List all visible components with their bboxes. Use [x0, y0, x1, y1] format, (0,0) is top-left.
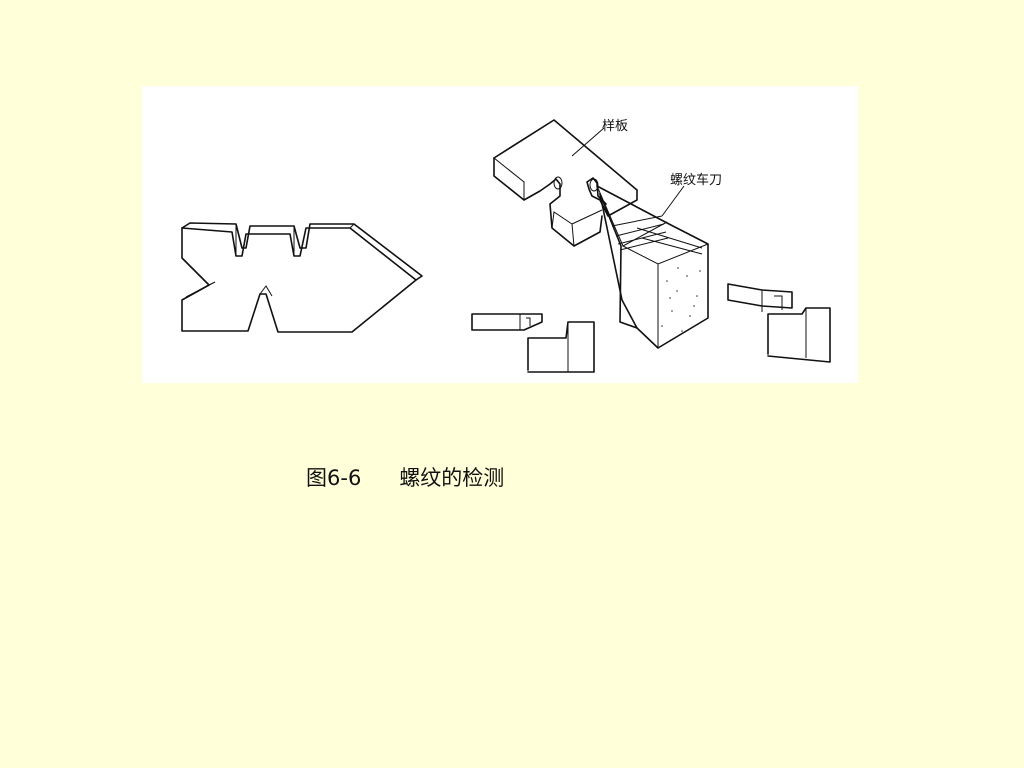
check-sketch-left — [471, 313, 595, 373]
check-sketch-right — [727, 283, 831, 363]
thread-gauge-left — [181, 222, 423, 333]
label-thread-tool: 螺纹车刀 — [670, 172, 722, 188]
caption-number: 图6-6 — [306, 466, 362, 490]
label-template: 样板 — [602, 119, 628, 134]
tool-end-stipple — [661, 267, 701, 332]
figure-caption: 图6-6 螺纹的检测 — [306, 462, 504, 492]
thread-gauge-figure: 样板 螺纹车刀 — [142, 86, 858, 383]
caption-title: 螺纹的检测 — [399, 466, 505, 490]
template-and-tool: 样板 螺纹车刀 — [493, 119, 722, 349]
figure-drawing: 样板 螺纹车刀 — [181, 119, 831, 373]
